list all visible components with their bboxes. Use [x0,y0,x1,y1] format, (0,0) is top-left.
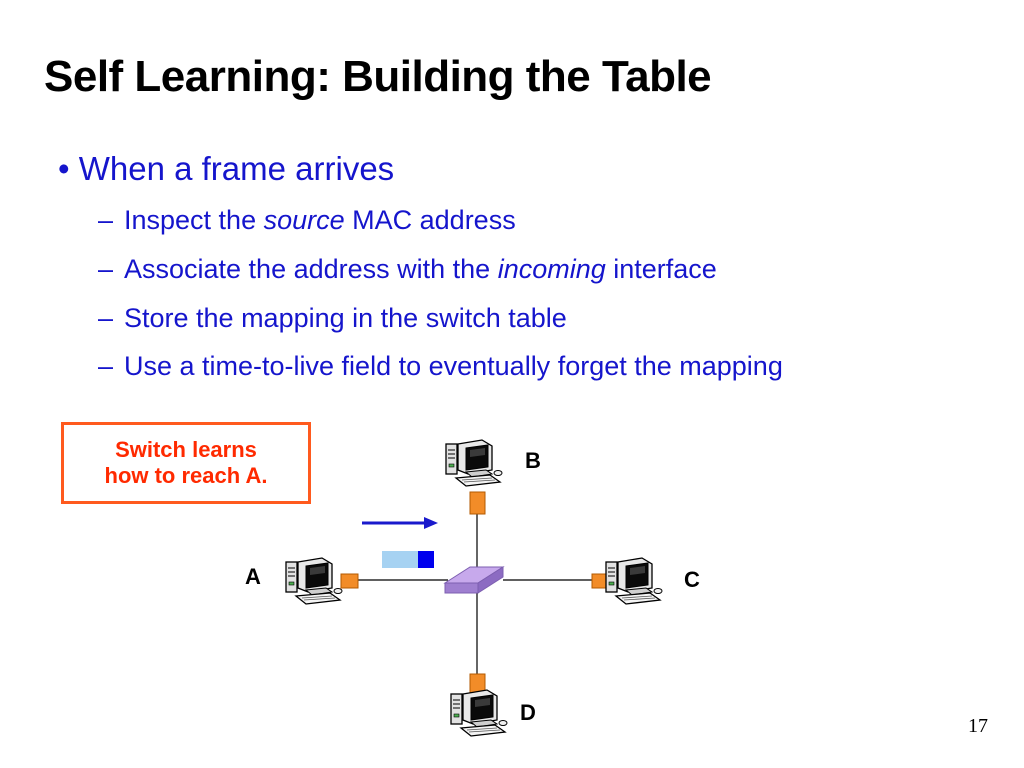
subbullet-emphasis: incoming [497,254,606,284]
callout-switch-learns: Switch learns how to reach A. [61,422,311,504]
subbullet-emphasis: source [263,205,345,235]
switch-icon [443,566,505,594]
host-b-label: B [525,448,541,473]
host-d-computer-icon [450,689,508,737]
host-a-label: A [245,564,261,589]
subbullet-marker: – [98,303,114,333]
host-d-label: D [520,700,536,725]
frame-direction-arrow-icon [362,517,438,529]
subbullet-text-after: interface [605,254,717,284]
subbullet-store-mapping: –Store the mapping in the switch table [98,303,567,334]
host-b-computer-icon [445,439,503,487]
subbullet-associate-incoming: –Associate the address with the incoming… [98,254,717,285]
subbullet-text-after: MAC address [344,205,516,235]
host-c-label: C [684,567,700,592]
bullet-when-frame-arrives: • When a frame arrives [58,150,394,188]
bullet-text: When a frame arrives [78,150,395,187]
bullet-marker: • [58,150,70,187]
interface-a-icon [340,573,359,589]
callout-line-1: Switch learns [115,436,257,462]
subbullet-text-before: Store the mapping in the switch table [124,303,567,333]
subbullet-text-before: Associate the address with the [124,254,498,284]
subbullet-text-before: Inspect the [124,205,264,235]
host-c-computer-icon [605,557,663,605]
frame-packet-icon [382,551,434,568]
page-number: 17 [968,715,988,737]
slide-title: Self Learning: Building the Table [44,52,712,101]
host-a-computer-icon [285,557,343,605]
subbullet-time-to-live: –Use a time-to-live field to eventually … [98,351,783,382]
subbullet-text-before: Use a time-to-live field to eventually f… [124,351,783,381]
subbullet-marker: – [98,254,114,284]
subbullet-marker: – [98,351,114,381]
subbullet-marker: – [98,205,114,235]
interface-b-icon [469,491,486,515]
callout-line-2: how to reach A. [104,463,268,488]
subbullet-inspect-source: –Inspect the source MAC address [98,205,516,236]
